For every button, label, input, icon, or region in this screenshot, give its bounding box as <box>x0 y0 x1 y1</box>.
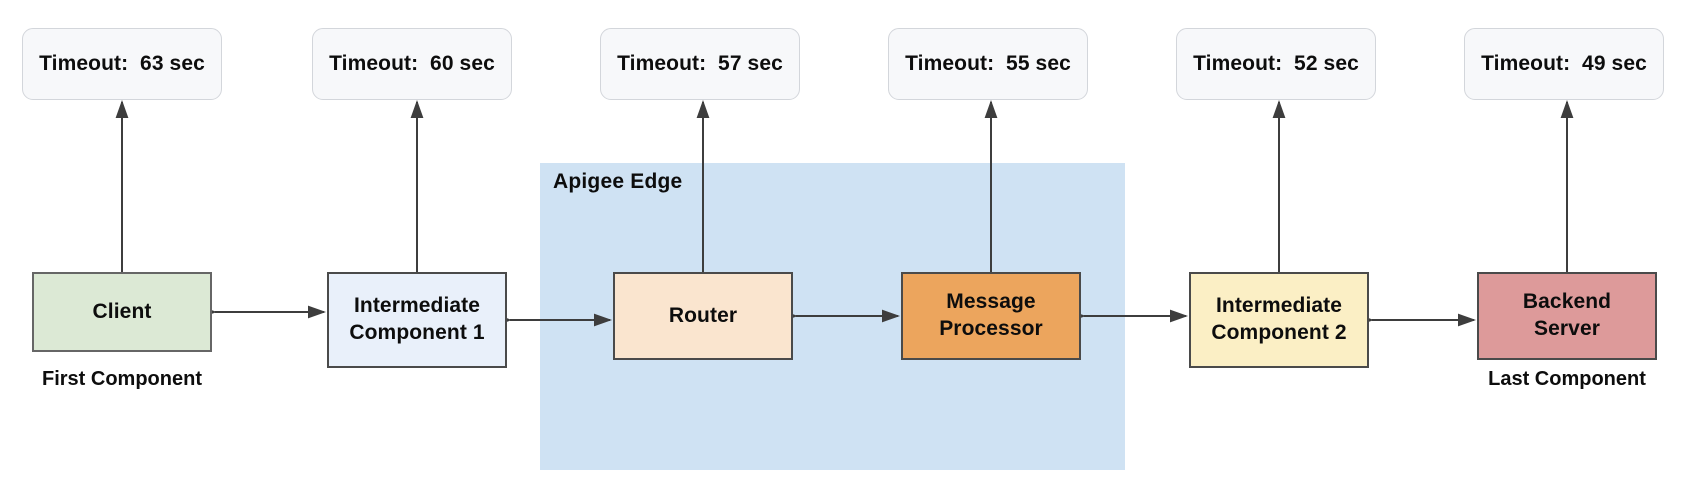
timeout-ic2-box: Timeout: 52 sec <box>1176 28 1376 100</box>
node-router-label: Router <box>668 303 738 327</box>
node-client: Client <box>32 272 212 352</box>
node-ic1-label: Intermediate Component 1 <box>349 294 485 344</box>
timeout-mp-box: Timeout: 55 sec <box>888 28 1088 100</box>
node-mp-label: Message Processor <box>939 290 1043 340</box>
caption-last: Last Component <box>1488 368 1646 390</box>
apigee-edge-group-label: Apigee Edge <box>553 170 683 193</box>
timeout-router-label: Timeout: 57 sec <box>617 52 783 75</box>
timeout-router-box: Timeout: 57 sec <box>600 28 800 100</box>
timeout-client-box: Timeout: 63 sec <box>22 28 222 100</box>
timeout-client-label: Timeout: 63 sec <box>39 52 205 75</box>
node-mp: Message Processor <box>901 272 1081 360</box>
node-backend: Backend Server <box>1477 272 1657 360</box>
node-router: Router <box>613 272 793 360</box>
timeout-ic1-label: Timeout: 60 sec <box>329 52 495 75</box>
timeout-backend-box: Timeout: 49 sec <box>1464 28 1664 100</box>
timeout-backend-label: Timeout: 49 sec <box>1481 52 1647 75</box>
node-ic2: Intermediate Component 2 <box>1189 272 1369 368</box>
node-ic2-label: Intermediate Component 2 <box>1211 294 1347 344</box>
timeout-ic1-box: Timeout: 60 sec <box>312 28 512 100</box>
node-backend-label: Backend Server <box>1522 290 1612 340</box>
node-ic1: Intermediate Component 1 <box>327 272 507 368</box>
timeout-ic2-label: Timeout: 52 sec <box>1193 52 1359 75</box>
timeout-mp-label: Timeout: 55 sec <box>905 52 1071 75</box>
caption-first: First Component <box>42 368 202 390</box>
node-client-label: Client <box>92 299 152 323</box>
